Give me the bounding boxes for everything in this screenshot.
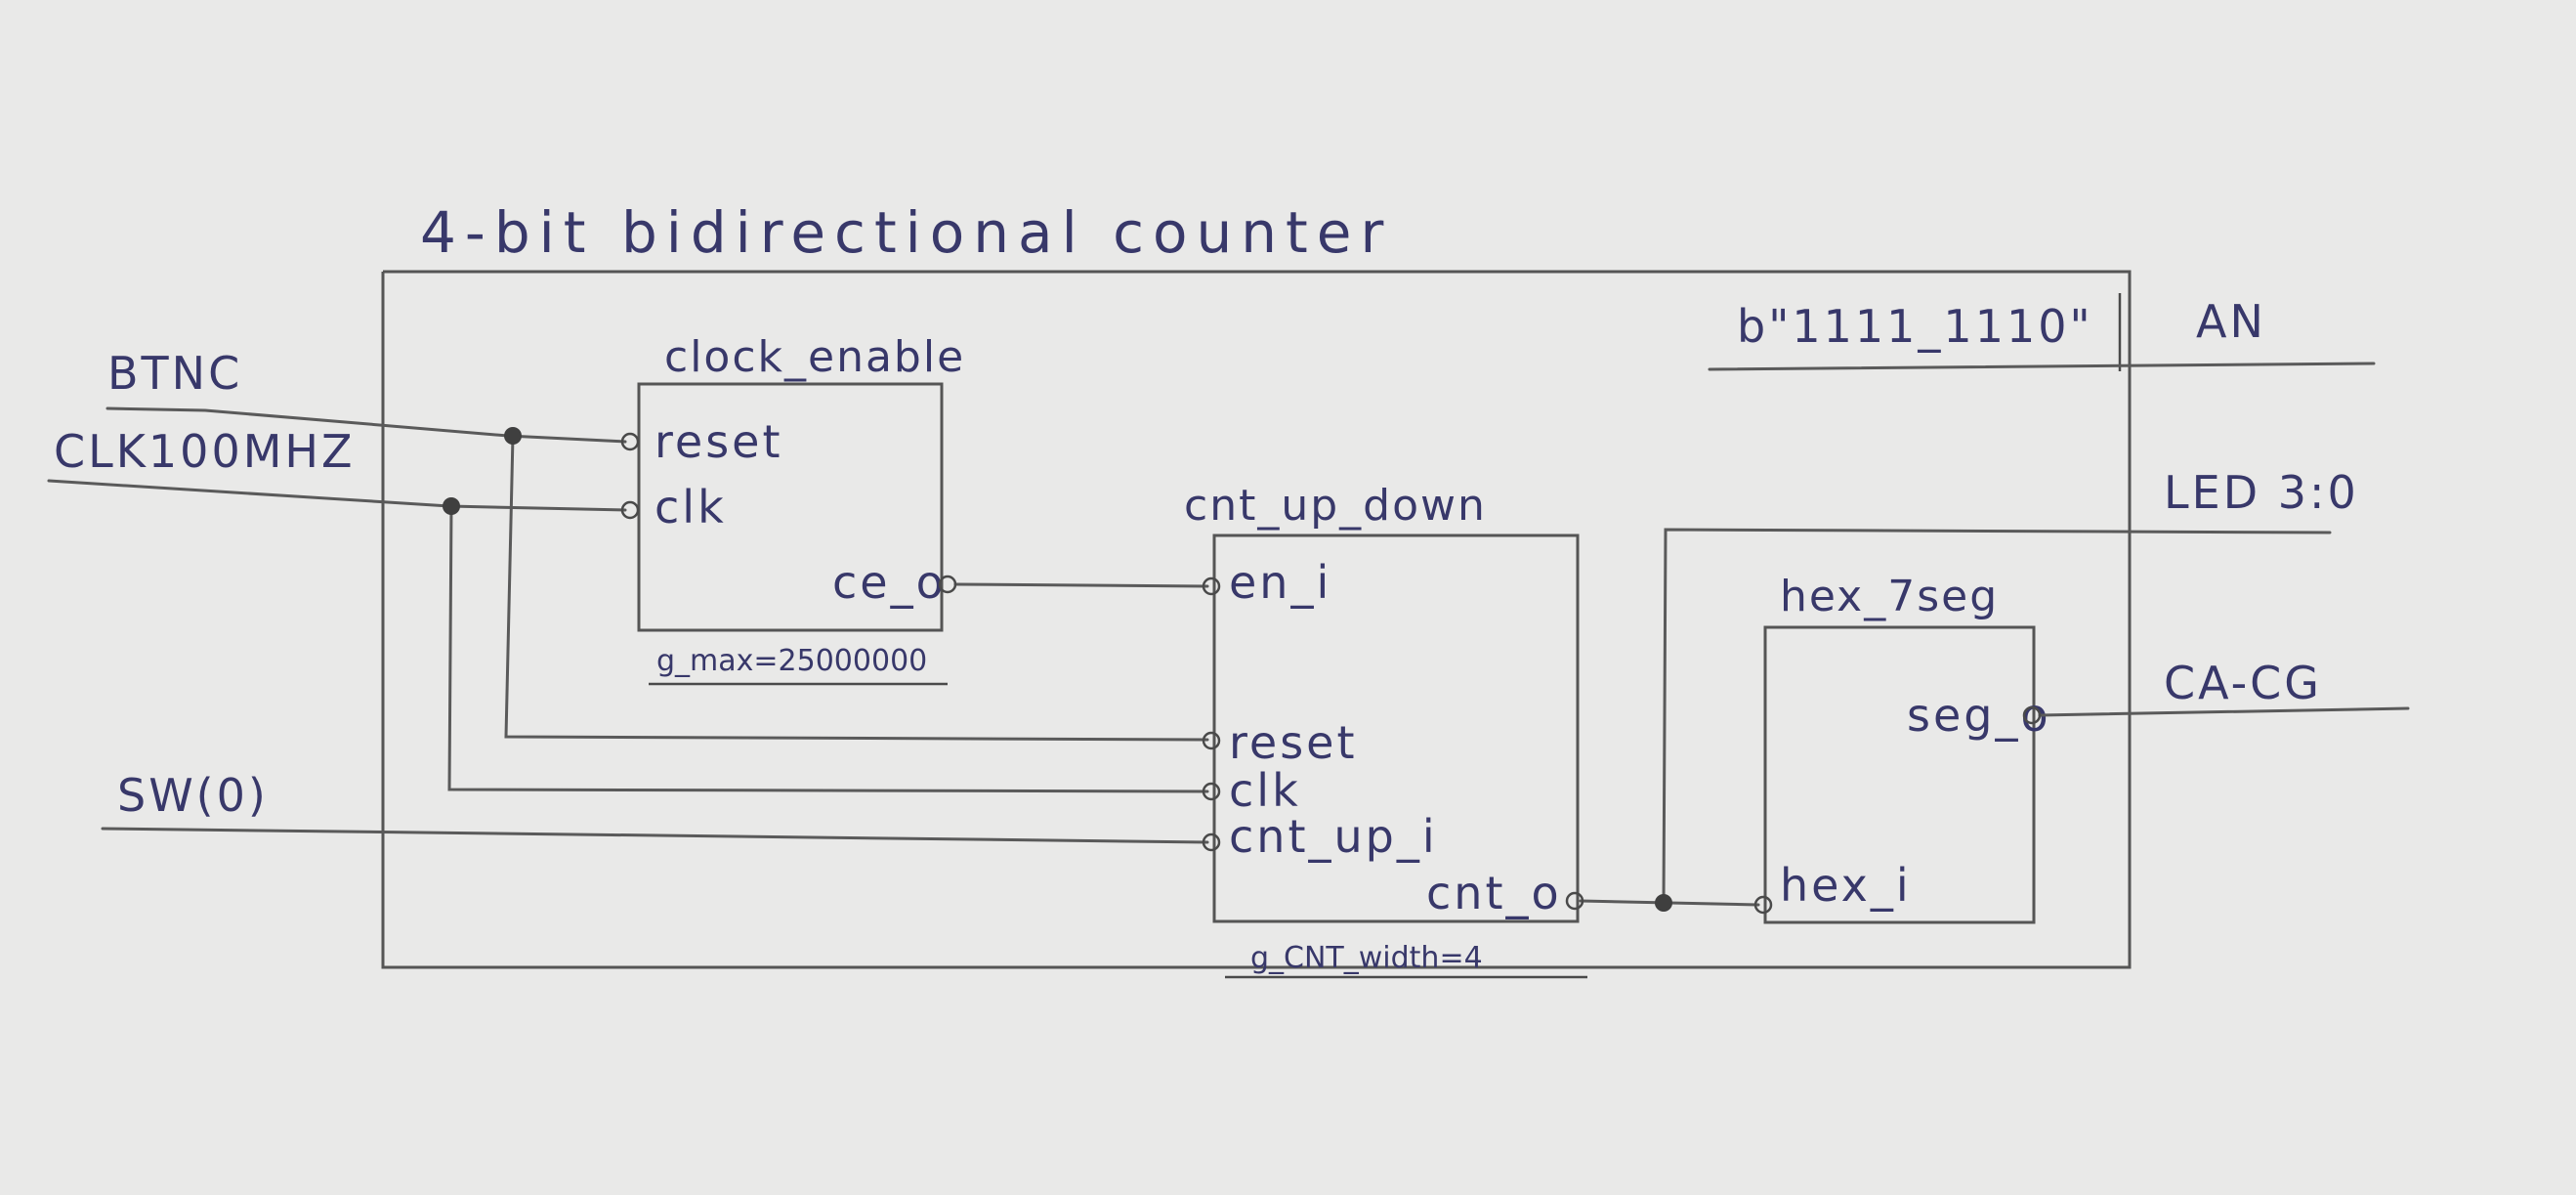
clock-enable-block [637,382,944,632]
output-an-value: b"1111_1110" [1737,300,2093,353]
wire-btnc [106,406,627,444]
hex-7seg-port-hex: hex_i [1780,859,1912,912]
cnt-up-down-name: cnt_up_down [1184,481,1487,531]
cnt-up-down-port-en: en_i [1229,556,1331,609]
cnt-up-down-generic: g_CNT_width=4 [1250,941,1483,975]
clock-enable-name: clock_enable [664,332,965,382]
input-sw-label: SW(0) [117,769,269,822]
hex-7seg-name: hex_7seg [1780,572,1999,621]
top-entity-box [381,270,2132,969]
cnt-up-down-port-clk: clk [1229,764,1301,817]
wire-sw [101,827,1209,844]
wire-led-bus [1662,528,2332,905]
junction-reset [504,427,522,445]
junction-cnt [1655,894,1672,912]
junction-clk [443,497,460,515]
cnt-up-down-block [1212,533,1580,923]
output-an-label: AN [2196,295,2266,348]
clock-enable-port-clk: clk [655,481,727,533]
clock-enable-port-reset: reset [655,415,783,468]
wire-ce-en [953,582,1209,588]
clock-enable-port-ce: ce_o [832,556,947,609]
cnt-up-down-port-reset: reset [1229,716,1358,769]
hex-7seg-block [1763,625,2036,924]
hex-7seg-port-seg: seg_o [1907,689,2051,742]
diagram-title: 4-bit bidirectional counter [420,199,1392,266]
port-pins [620,432,2042,915]
cnt-up-down-port-cnt: cnt_o [1426,867,1562,919]
output-ca-cg-label: CA-CG [2164,657,2322,709]
wire-reset-branch [504,434,1209,742]
wire-clk [47,479,627,512]
wire-clk-branch [447,504,1209,793]
clock-enable-generic: g_max=25000000 [656,644,927,678]
input-btnc-label: BTNC [107,347,242,400]
cnt-up-down-port-cnt-up: cnt_up_i [1229,810,1438,863]
wire-an-out [1708,362,2376,371]
input-clk-label: CLK100MHZ [54,425,356,478]
wire-seg-out [2038,706,2410,717]
output-led-label: LED 3:0 [2164,466,2359,519]
